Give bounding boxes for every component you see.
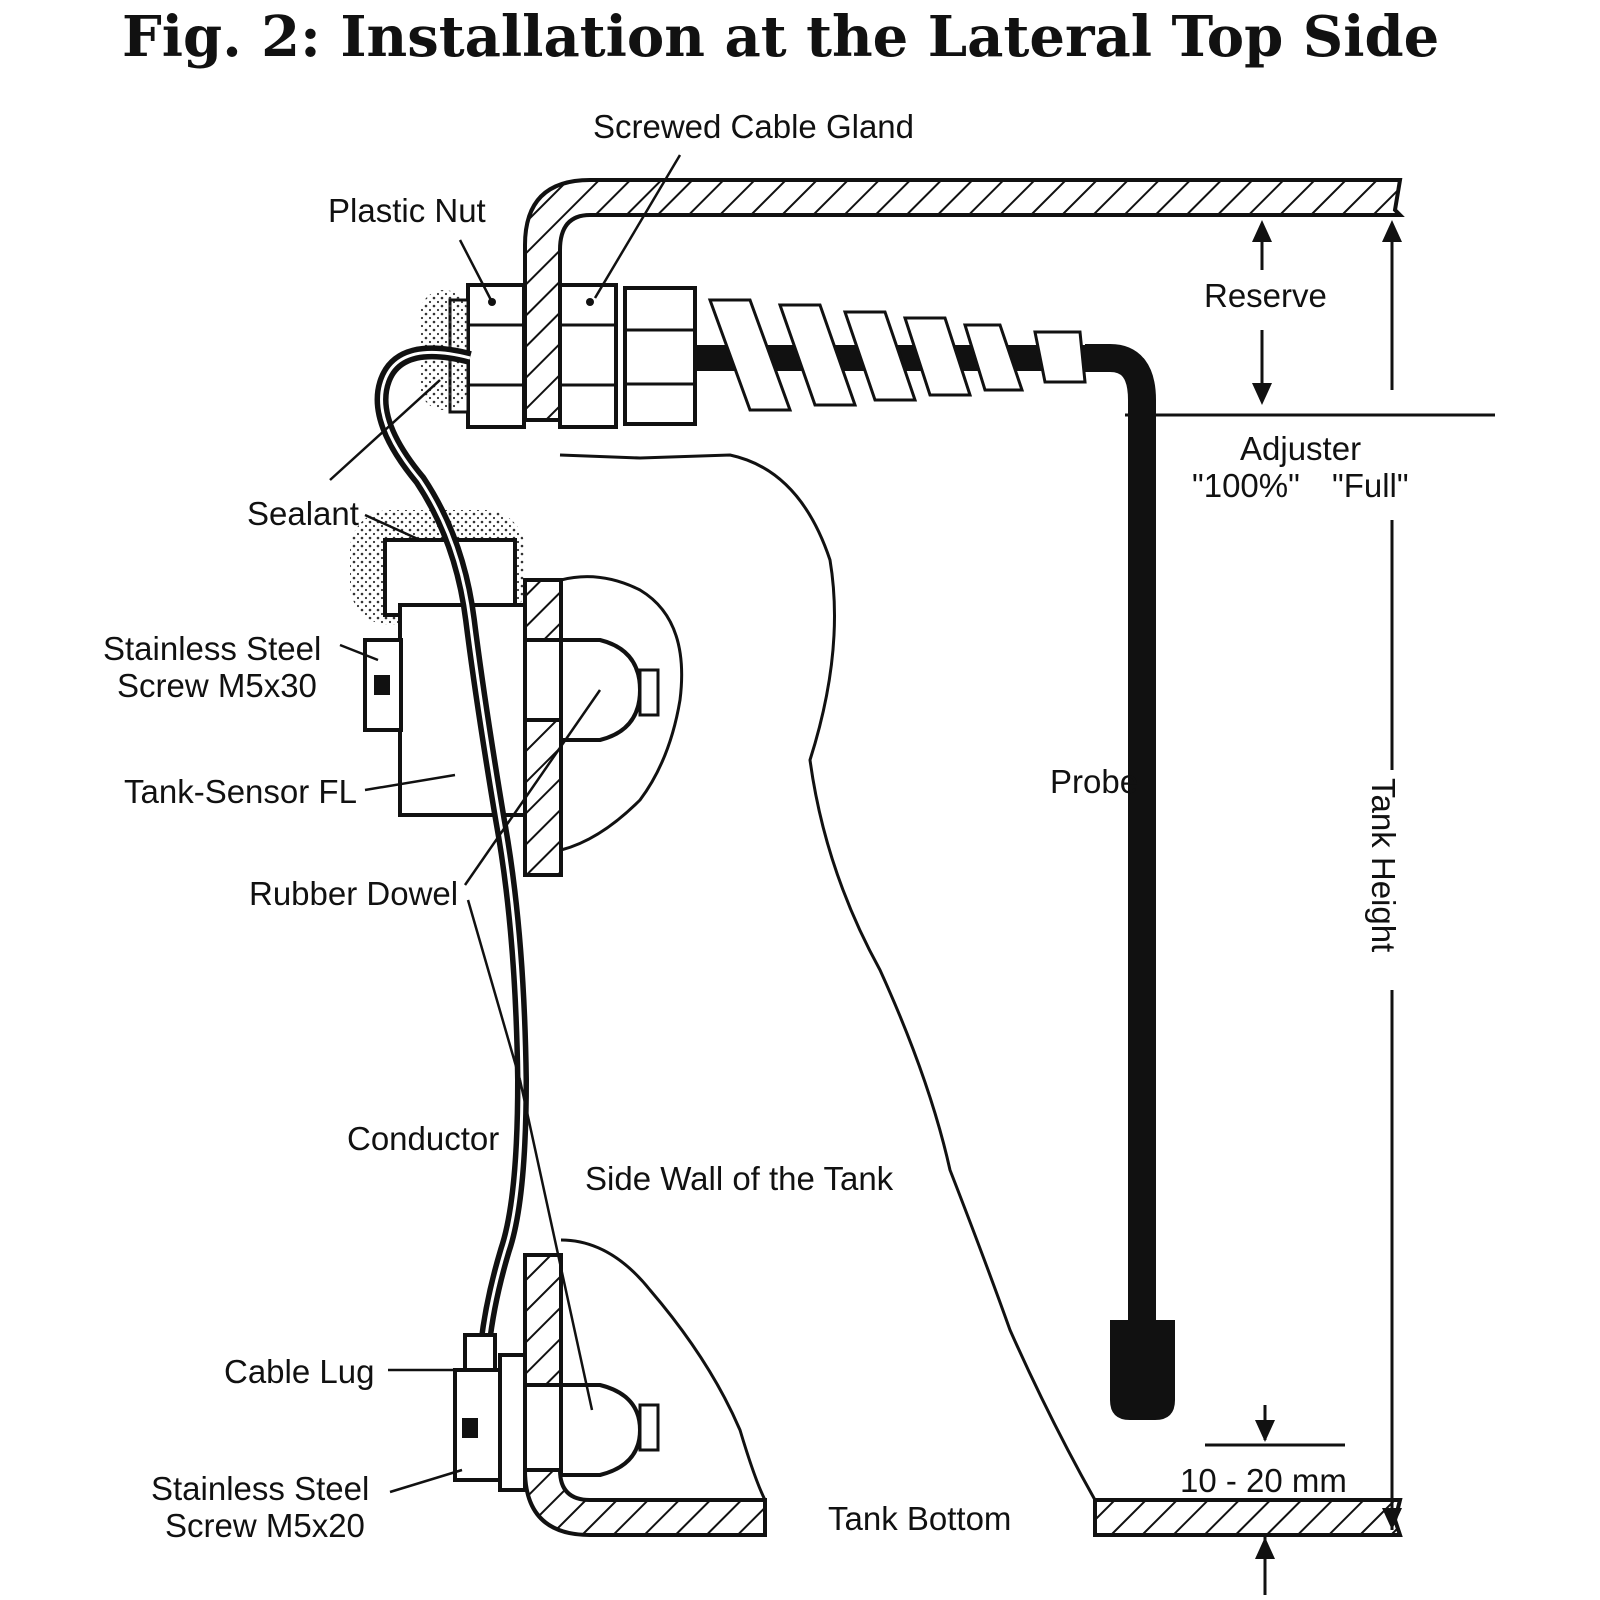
label-rubber-dowel: Rubber Dowel (249, 875, 458, 912)
plastic-nut (466, 283, 526, 429)
probe-spiral (695, 298, 1095, 412)
figure-title: Fig. 2: Installation at the Lateral Top … (122, 4, 1439, 70)
label-screw-m5x20-line1: Stainless Steel (151, 1470, 369, 1507)
conductor-cable (374, 345, 530, 1346)
tank-bottom-wall-right (1093, 1498, 1403, 1537)
label-conductor: Conductor (347, 1120, 499, 1157)
label-reserve: Reserve (1204, 277, 1327, 314)
dimension-lines (1125, 225, 1495, 1595)
label-sealant: Sealant (247, 495, 359, 532)
label-screw-m5x30-line1: Stainless Steel (103, 630, 321, 667)
label-adjuster-100: "100%" (1192, 467, 1300, 504)
label-adjuster-full: "Full" (1332, 467, 1409, 504)
tank-wall (522, 178, 1405, 1537)
label-cable-lug: Cable Lug (224, 1353, 374, 1390)
dimension-arrowheads (1252, 220, 1402, 1559)
label-tank-sensor: Tank-Sensor FL (124, 773, 357, 810)
label-screwed-cable-gland: Screwed Cable Gland (593, 108, 914, 145)
cable-lug (463, 1333, 497, 1373)
label-tank-height: Tank Height (1365, 778, 1402, 952)
label-probe: Probe (1050, 763, 1138, 800)
tank-top-wall (523, 178, 1405, 422)
side-wall-lower (523, 1253, 563, 1387)
side-wall-break-line (559, 453, 1097, 1501)
screwed-cable-gland (448, 283, 697, 429)
label-screw-m5x30-line2: Screw M5x30 (117, 667, 317, 704)
label-plastic-nut: Plastic Nut (328, 192, 486, 229)
probe-tip (1110, 1320, 1175, 1420)
label-side-wall: Side Wall of the Tank (585, 1160, 894, 1197)
label-tank-bottom: Tank Bottom (828, 1500, 1011, 1537)
probe-rod (1085, 344, 1156, 1330)
rubber-dowel-upper (559, 638, 643, 742)
lower-mount (453, 1333, 660, 1492)
leader-lines (329, 154, 682, 1494)
label-gap: 10 - 20 mm (1180, 1462, 1347, 1499)
tank-bottom-wall-left (522, 1468, 767, 1537)
side-wall-middle (523, 718, 563, 877)
label-screw-m5x20-line2: Screw M5x20 (165, 1507, 365, 1544)
label-adjuster: Adjuster (1240, 430, 1361, 467)
side-wall-upper (523, 578, 563, 642)
rubber-dowel-lower (559, 1383, 643, 1477)
